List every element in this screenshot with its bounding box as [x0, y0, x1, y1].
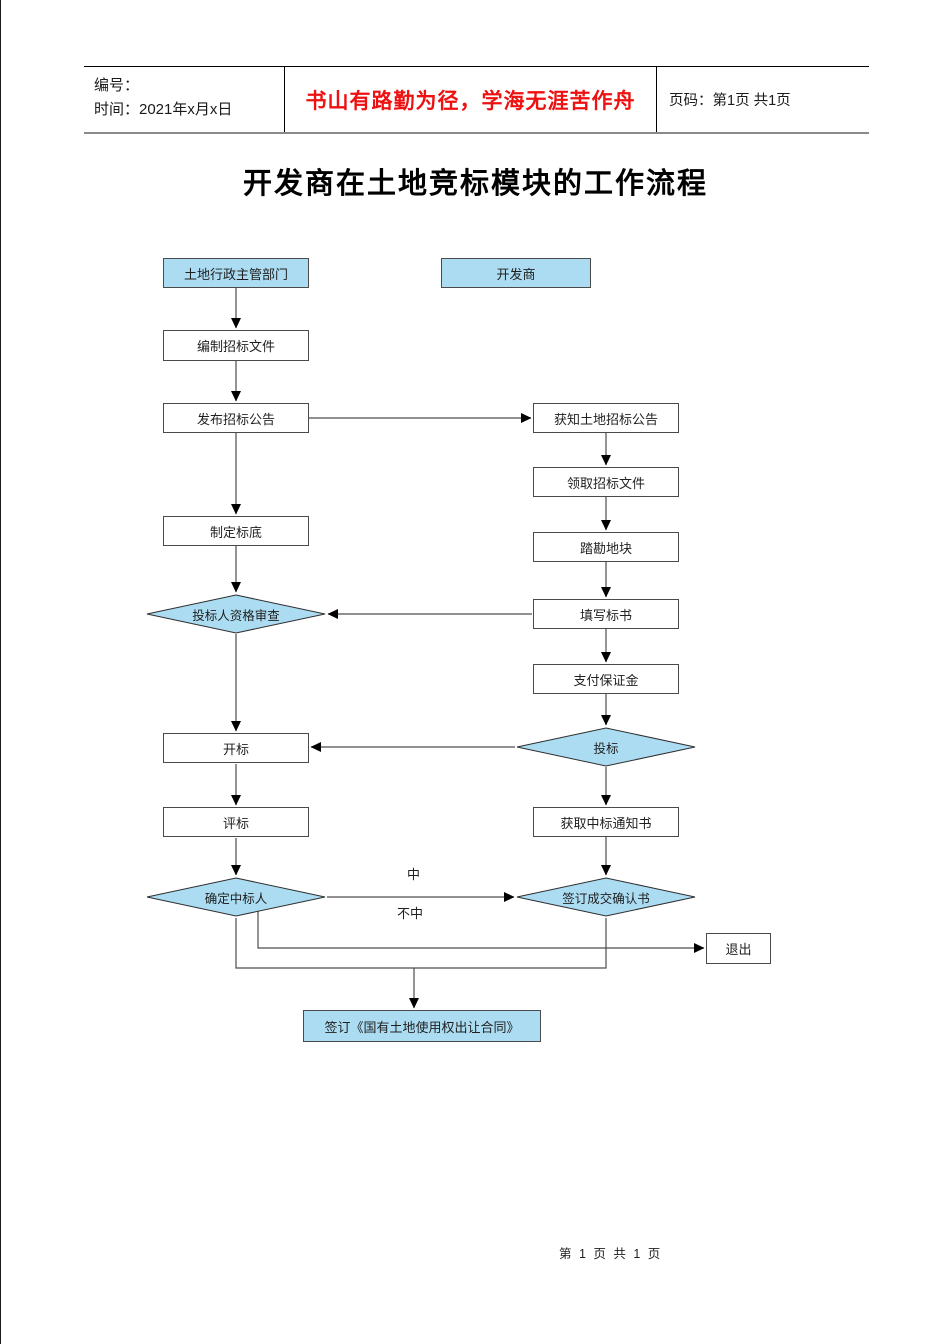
flow-node-exit: 退出 [706, 933, 771, 964]
flow-node-get-docs: 领取招标文件 [533, 467, 679, 497]
header-table: 编号： 时间：2021年x月x日 书山有路勤为径，学海无涯苦作舟 页码：第1页 … [84, 66, 869, 134]
lane-header-developer: 开发商 [441, 258, 591, 288]
doc-date-label: 时间：2021年x月x日 [94, 101, 233, 118]
flow-node-label: 领取招标文件 [566, 475, 645, 491]
page-footer: 第 1 页 共 1 页 [559, 1247, 663, 1261]
lane-header-authority: 土地行政主管部门 [163, 258, 309, 288]
diamond-shape-icon [516, 877, 696, 917]
flow-node-label: 制定标底 [209, 524, 262, 540]
flow-node-publish-notice: 发布招标公告 [163, 403, 309, 433]
lane-header-label: 土地行政主管部门 [183, 266, 288, 282]
flow-node-determine-winner: 确定中标人 [146, 877, 326, 917]
diamond-shape-icon [146, 877, 326, 917]
flow-node-label: 签订成交确认书 [562, 891, 650, 906]
flow-node-label: 填写标书 [579, 607, 632, 623]
page-title: 开发商在土地竞标模块的工作流程 [242, 168, 708, 200]
flow-node-label: 评标 [222, 815, 249, 831]
flow-node-sign-contract: 签订《国有土地使用权出让合同》 [303, 1010, 541, 1042]
diamond-shape-icon [516, 727, 696, 767]
lane-header-label: 开发商 [496, 266, 536, 282]
edge-label-win: 中 [407, 867, 421, 882]
flow-node-label: 签订《国有土地使用权出让合同》 [324, 1019, 520, 1035]
flow-node-label: 确定中标人 [204, 891, 268, 906]
edge-label-lose: 不中 [397, 906, 424, 921]
flow-node-sign-confirmation: 签订成交确认书 [516, 877, 696, 917]
flow-node-label: 支付保证金 [573, 672, 639, 688]
flow-node-receive-award: 获取中标通知书 [533, 807, 679, 837]
flow-node-evaluate-bids: 评标 [163, 807, 309, 837]
flow-node-survey-land: 踏勘地块 [533, 532, 679, 562]
header-meta-cell: 编号： 时间：2021年x月x日 [84, 67, 284, 132]
header-page-number: 页码：第1页 共1页 [669, 93, 791, 109]
flow-node-prepare-docs: 编制招标文件 [163, 330, 309, 361]
flow-node-label: 获知土地招标公告 [553, 411, 658, 427]
flow-node-fill-bid: 填写标书 [533, 599, 679, 629]
flow-node-label: 获取中标通知书 [560, 815, 652, 831]
flow-node-label: 投标人资格审查 [192, 608, 280, 623]
flow-node-qualification-review: 投标人资格审查 [146, 594, 326, 634]
flow-node-label: 发布招标公告 [196, 411, 275, 427]
header-motto: 书山有路勤为径，学海无涯苦作舟 [284, 67, 657, 132]
diamond-shape-icon [146, 594, 326, 634]
doc-number-label: 编号： [94, 77, 140, 94]
flow-node-label: 踏勘地块 [579, 540, 632, 556]
flow-node-bid: 投标 [516, 727, 696, 767]
flow-node-pay-deposit: 支付保证金 [533, 664, 679, 694]
flow-node-label: 开标 [222, 741, 249, 757]
flow-node-label: 退出 [725, 942, 752, 957]
flow-node-open-bids: 开标 [163, 733, 309, 763]
flow-node-label: 投标 [593, 741, 619, 756]
flow-node-label: 编制招标文件 [196, 339, 275, 354]
flow-node-set-floor-price: 制定标底 [163, 516, 309, 546]
flow-node-learn-notice: 获知土地招标公告 [533, 403, 679, 433]
